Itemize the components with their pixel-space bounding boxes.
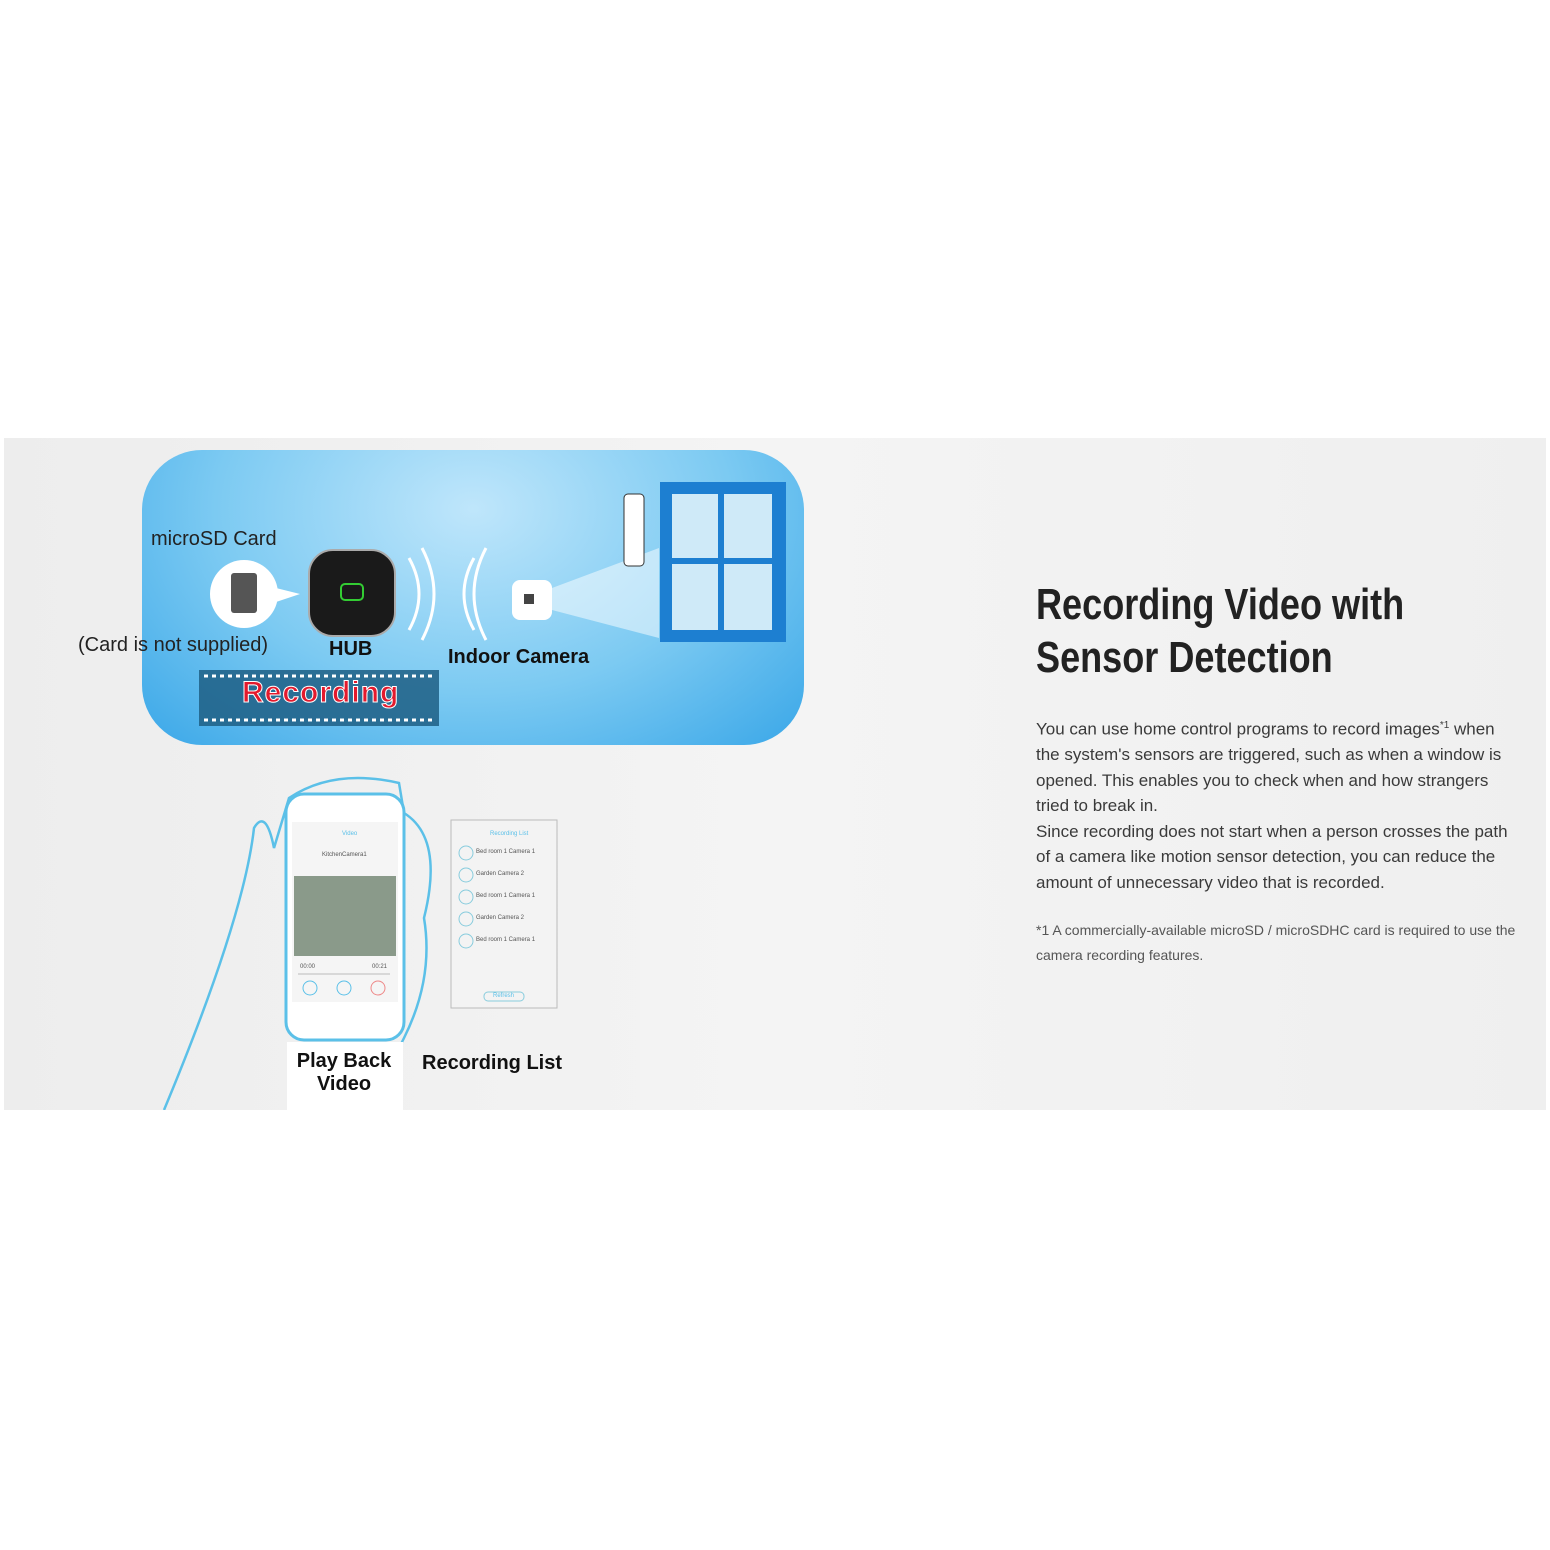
diagram-graphics [162, 482, 786, 1110]
playback-label: Play Back Video [288, 1050, 400, 1096]
recording-list-label: Recording List [422, 1052, 563, 1074]
paragraph-1: You can use home control programs to rec… [1036, 719, 1440, 739]
list-item[interactable]: Bed room 1 Camera 1 [476, 937, 536, 943]
recording-label: Recording [241, 676, 400, 710]
title-line-1: Recording Video with [1036, 580, 1405, 629]
list-item[interactable]: Bed room 1 Camera 1 [476, 849, 536, 855]
camera-label: Indoor Camera [448, 646, 590, 668]
hand-outline [162, 776, 432, 1110]
microsd-label: microSD Card [151, 528, 277, 550]
hub-icon [308, 549, 396, 637]
playback-label-line2: Video [316, 1073, 372, 1095]
phone-screen-title: Video [342, 831, 358, 837]
hub-label: HUB [329, 638, 373, 660]
playback-label-line1: Play Back [296, 1050, 392, 1072]
phone-camera-name: KitchenCamera1 [322, 852, 367, 858]
recording-list-screen [450, 819, 558, 1009]
card-not-supplied-note: (Card is not supplied) [78, 634, 269, 656]
list-screen-title: Recording List [490, 831, 529, 837]
sd-card-icon [231, 573, 257, 613]
footnote-ref: *1 [1439, 720, 1450, 731]
film-strip [199, 670, 439, 726]
signal-waves-icon [407, 547, 488, 641]
section-title: Recording Video with Sensor Detection [1036, 578, 1404, 684]
title-line-2: Sensor Detection [1036, 633, 1333, 682]
feature-section: microSD Card (Card is not supplied) HUB … [4, 438, 1546, 1110]
refresh-button[interactable]: Refresh [493, 993, 515, 999]
list-item[interactable]: Garden Camera 2 [476, 871, 525, 877]
door-sensor-icon [623, 493, 645, 567]
phone-time-end: 00:21 [372, 964, 388, 970]
paragraph-1-rest: when the system's sensors are triggered,… [1036, 719, 1502, 816]
description: You can use home control programs to rec… [1036, 713, 1516, 895]
list-item[interactable]: Bed room 1 Camera 1 [476, 893, 536, 899]
phone-time-start: 00:00 [300, 964, 316, 970]
list-item[interactable]: Garden Camera 2 [476, 915, 525, 921]
paragraph-2: Since recording does not start when a pe… [1036, 821, 1508, 892]
footnote: *1 A commercially-available microSD / mi… [1036, 922, 1516, 963]
